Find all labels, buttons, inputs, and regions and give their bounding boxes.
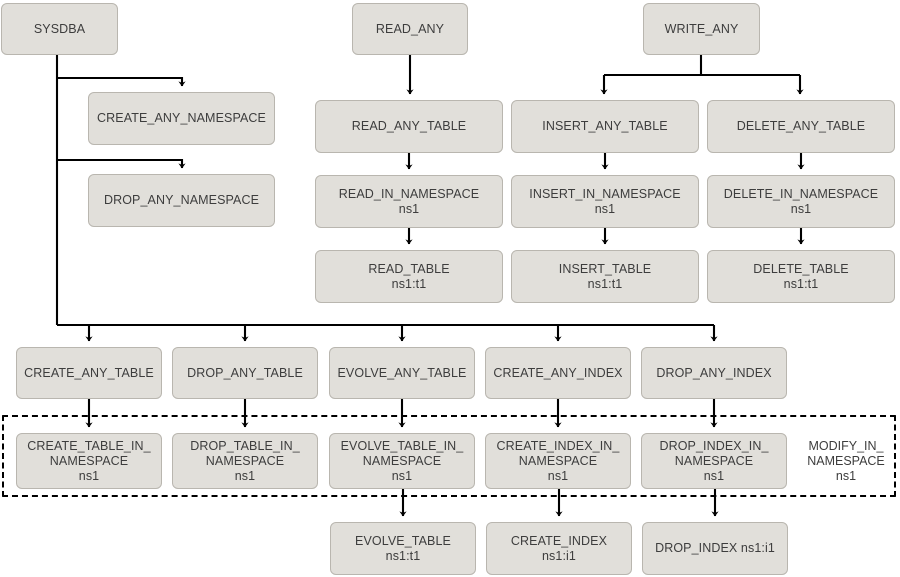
node-drop-table-in-namespace[interactable]: DROP_TABLE_IN_ NAMESPACE ns1	[172, 433, 318, 489]
node-drop-index[interactable]: DROP_INDEX ns1:i1	[642, 522, 788, 575]
node-create-table-in-namespace[interactable]: CREATE_TABLE_IN_ NAMESPACE ns1	[16, 433, 162, 489]
node-create-index[interactable]: CREATE_INDEX ns1:i1	[486, 522, 632, 575]
modify-in-namespace-group	[2, 415, 896, 497]
node-read-any-table[interactable]: READ_ANY_TABLE	[315, 100, 503, 153]
node-evolve-table[interactable]: EVOLVE_TABLE ns1:t1	[330, 522, 476, 575]
node-read-any[interactable]: READ_ANY	[352, 3, 468, 55]
node-drop-index-in-namespace[interactable]: DROP_INDEX_IN_ NAMESPACE ns1	[641, 433, 787, 489]
node-write-any[interactable]: WRITE_ANY	[643, 3, 760, 55]
node-delete-any-table[interactable]: DELETE_ANY_TABLE	[707, 100, 895, 153]
node-read-in-namespace[interactable]: READ_IN_NAMESPACE ns1	[315, 175, 503, 228]
node-create-any-namespace[interactable]: CREATE_ANY_NAMESPACE	[88, 92, 275, 145]
node-create-any-table[interactable]: CREATE_ANY_TABLE	[16, 347, 162, 399]
node-drop-any-table[interactable]: DROP_ANY_TABLE	[172, 347, 318, 399]
node-insert-in-namespace[interactable]: INSERT_IN_NAMESPACE ns1	[511, 175, 699, 228]
label-modify-in-namespace: MODIFY_IN_ NAMESPACE ns1	[807, 438, 885, 483]
node-evolve-table-in-namespace[interactable]: EVOLVE_TABLE_IN_ NAMESPACE ns1	[329, 433, 475, 489]
edge-sysdba-create-any-namespace	[57, 76, 186, 87]
node-create-any-index[interactable]: CREATE_ANY_INDEX	[485, 347, 631, 399]
node-delete-in-namespace[interactable]: DELETE_IN_NAMESPACE ns1	[707, 175, 895, 228]
node-sysdba[interactable]: SYSDBA	[1, 3, 118, 55]
node-delete-table[interactable]: DELETE_TABLE ns1:t1	[707, 250, 895, 303]
node-insert-any-table[interactable]: INSERT_ANY_TABLE	[511, 100, 699, 153]
edge-sysdba-drop-any-namespace	[57, 158, 186, 169]
node-drop-any-index[interactable]: DROP_ANY_INDEX	[641, 347, 787, 399]
node-drop-any-namespace[interactable]: DROP_ANY_NAMESPACE	[88, 174, 275, 227]
node-create-index-in-namespace[interactable]: CREATE_INDEX_IN_ NAMESPACE ns1	[485, 433, 631, 489]
node-evolve-any-table[interactable]: EVOLVE_ANY_TABLE	[329, 347, 475, 399]
node-insert-table[interactable]: INSERT_TABLE ns1:t1	[511, 250, 699, 303]
node-read-table[interactable]: READ_TABLE ns1:t1	[315, 250, 503, 303]
